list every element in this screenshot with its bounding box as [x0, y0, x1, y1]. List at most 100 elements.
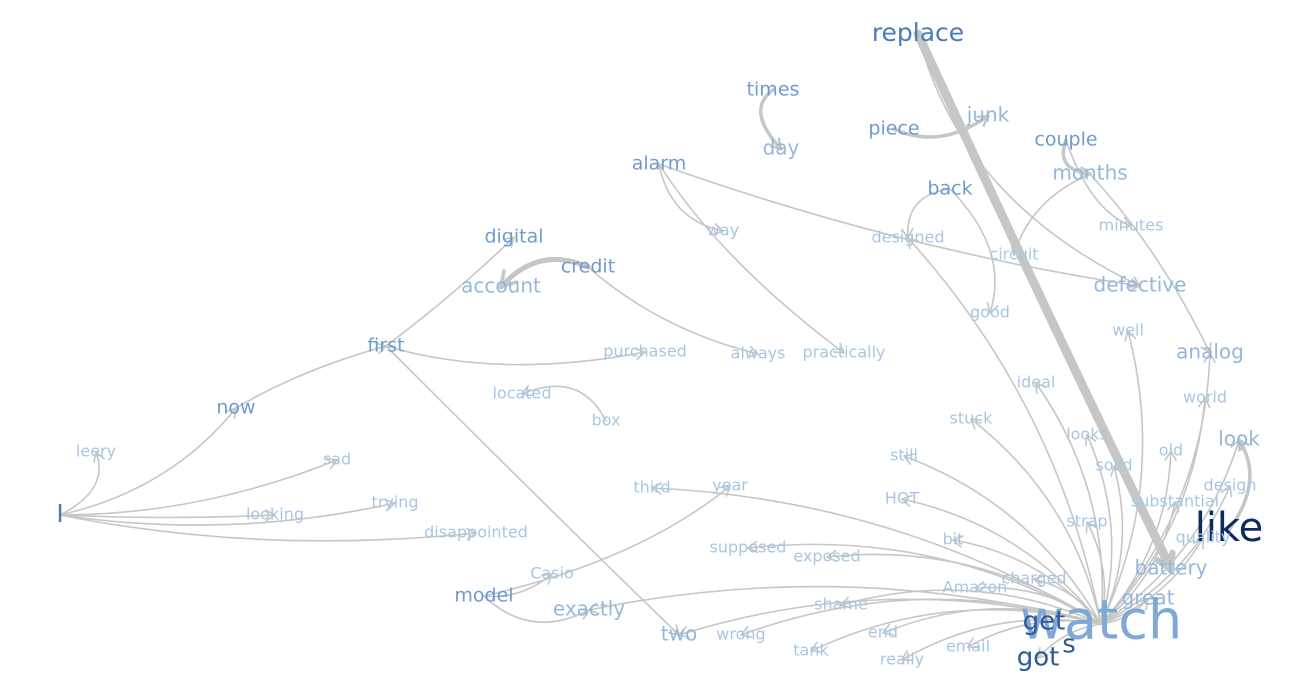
- node-located: located: [492, 384, 551, 403]
- edge-first-two: [385, 345, 680, 636]
- node-trying: trying: [371, 493, 418, 512]
- arrowhead-watch-well: [1124, 330, 1137, 342]
- edge-now-first: [235, 345, 387, 409]
- node-tank: tank: [793, 641, 829, 660]
- node-account: account: [461, 274, 541, 298]
- arrowhead-box-located: [521, 384, 534, 397]
- node-piece: piece: [868, 118, 919, 140]
- arrowhead-watch-tank: [810, 641, 823, 653]
- arrowhead-I-now: [225, 407, 237, 420]
- edge-I-looking: [59, 514, 276, 519]
- edge-watch-Amazon: [974, 586, 1102, 625]
- arrowhead-watch-ideal: [1035, 382, 1047, 395]
- edge-I-leery: [59, 451, 100, 516]
- node-solid: solid: [1095, 456, 1132, 475]
- edge-couple-minutes: [1065, 139, 1132, 227]
- node-couple: couple: [1034, 129, 1097, 151]
- edge-alarm-defective: [658, 163, 1141, 287]
- arrowhead-watch-solid: [1110, 465, 1123, 477]
- arrowhead-I-looking: [264, 509, 276, 522]
- node-supposed: supposed: [710, 538, 787, 557]
- edge-watch-still: [903, 455, 1102, 625]
- arrowhead-watch-analog: [1203, 352, 1216, 363]
- arrowhead-watch-world: [1198, 397, 1211, 409]
- node-charged: charged: [1001, 569, 1066, 588]
- node-exposed: exposed: [793, 547, 860, 566]
- arrowhead-credit-always: [747, 345, 759, 358]
- arrowhead-watch-HOT: [901, 494, 913, 507]
- arrowhead-watch-exactly: [588, 602, 600, 615]
- arrowhead-watch-supposed: [747, 540, 759, 554]
- edge-watch-analog: [1100, 352, 1211, 625]
- node-got: got: [1017, 643, 1060, 673]
- node-great: great: [1122, 586, 1175, 610]
- edge-credit-account: [498, 256, 591, 290]
- node-good: good: [970, 303, 1010, 322]
- edge-I-disappointed: [59, 514, 477, 542]
- edge-like-look: [1227, 438, 1252, 532]
- edge-watch-two: [678, 598, 1102, 636]
- arrowhead-watch-end: [882, 623, 895, 636]
- node-old: old: [1159, 441, 1183, 460]
- edge-watch-design: [1100, 485, 1231, 625]
- edge-watch-well: [1100, 330, 1144, 625]
- arrowhead-watch-bit: [952, 535, 964, 548]
- edge-model-year: [483, 485, 731, 597]
- edge-back-designed: [907, 188, 951, 239]
- arrowhead-model-Casio: [540, 573, 553, 585]
- arrowhead-alarm-defective: [1129, 278, 1141, 291]
- edge-watch-look: [1100, 439, 1240, 625]
- node-day: day: [763, 136, 800, 160]
- node-substantial: substantial: [1131, 492, 1219, 511]
- node-end: end: [868, 623, 898, 642]
- edge-times-day: [759, 88, 783, 151]
- arrowhead-I-trying: [384, 498, 396, 512]
- node-months: months: [1052, 161, 1127, 185]
- node-email: email: [946, 637, 990, 656]
- node-exactly: exactly: [553, 597, 625, 621]
- edge-alarm-practically: [658, 163, 845, 354]
- node-minutes: minutes: [1099, 216, 1164, 235]
- arrowhead-I-leery: [93, 451, 105, 464]
- edge-alarm-way: [658, 163, 724, 232]
- node-hot: HOT: [885, 489, 920, 508]
- node-stuck: stuck: [950, 409, 994, 428]
- edge-first-purchased: [385, 345, 646, 366]
- node-design: design: [1203, 476, 1256, 495]
- arrowhead-watch-third: [651, 482, 663, 495]
- node-well: well: [1112, 321, 1144, 340]
- node-always: always: [731, 344, 786, 363]
- arrowhead-watch-charged: [1033, 575, 1045, 588]
- arrowhead-first-digital: [502, 236, 515, 248]
- arrowhead-replace-battery: [1154, 549, 1176, 573]
- edge-watch-designed: [907, 237, 1102, 625]
- node-defective: defective: [1094, 273, 1187, 297]
- arrowhead-watch-still: [903, 453, 916, 466]
- edge-model-Casio: [483, 573, 553, 598]
- node-junk: junk: [966, 103, 1010, 127]
- node-like: like: [1195, 505, 1264, 551]
- arrowhead-now-first: [375, 342, 387, 355]
- arrowhead-watch-two: [678, 626, 691, 639]
- node-wrong: wrong: [716, 625, 765, 644]
- node-ideal: ideal: [1017, 373, 1056, 392]
- node-battery: battery: [1135, 556, 1208, 580]
- arrowhead-watch-substantial: [1167, 501, 1180, 513]
- node-look: look: [1218, 427, 1260, 451]
- edge-back-good: [949, 188, 996, 314]
- edge-watch-ideal: [1035, 382, 1104, 625]
- edge-replace-defective: [917, 33, 1141, 287]
- edge-I-sad: [59, 459, 338, 516]
- node-purchased: purchased: [603, 342, 687, 361]
- node-looking: looking: [246, 505, 304, 524]
- node-box: box: [592, 411, 621, 430]
- node-model: model: [454, 585, 513, 607]
- edge-watch-looks: [1086, 434, 1113, 625]
- node-really: really: [880, 650, 924, 669]
- arrowhead-watch-looks: [1084, 434, 1097, 447]
- node-replace: replace: [872, 18, 964, 47]
- edge-watch-strap: [1086, 521, 1106, 625]
- arrowhead-months-circuit: [1010, 244, 1023, 256]
- node-shame: shame: [814, 595, 868, 614]
- node-get: get: [1023, 607, 1066, 637]
